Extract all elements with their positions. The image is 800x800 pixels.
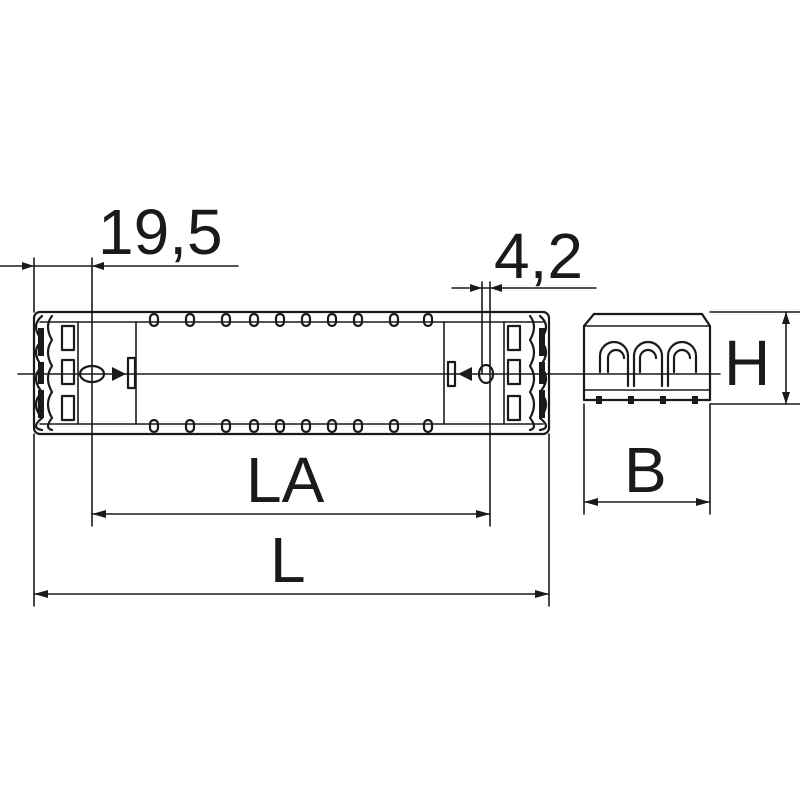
- side-view: [582, 312, 712, 404]
- left-end-cap: [34, 314, 137, 432]
- dimension-lines: [0, 257, 800, 607]
- housing-outline: [32, 310, 551, 436]
- top-slots: [148, 312, 434, 328]
- mounting-hole-left: [78, 356, 137, 390]
- dim-label-la: LA: [246, 444, 325, 516]
- dim-label-19-5: 19,5: [98, 196, 223, 268]
- right-end-cap: [443, 314, 548, 432]
- bottom-slots: [148, 418, 434, 434]
- dim-label-h: H: [724, 327, 770, 399]
- front-view: [17, 310, 721, 436]
- dim-label-4-2: 4,2: [494, 220, 583, 292]
- dim-label-l: L: [270, 524, 306, 596]
- dim-label-b: B: [624, 434, 667, 506]
